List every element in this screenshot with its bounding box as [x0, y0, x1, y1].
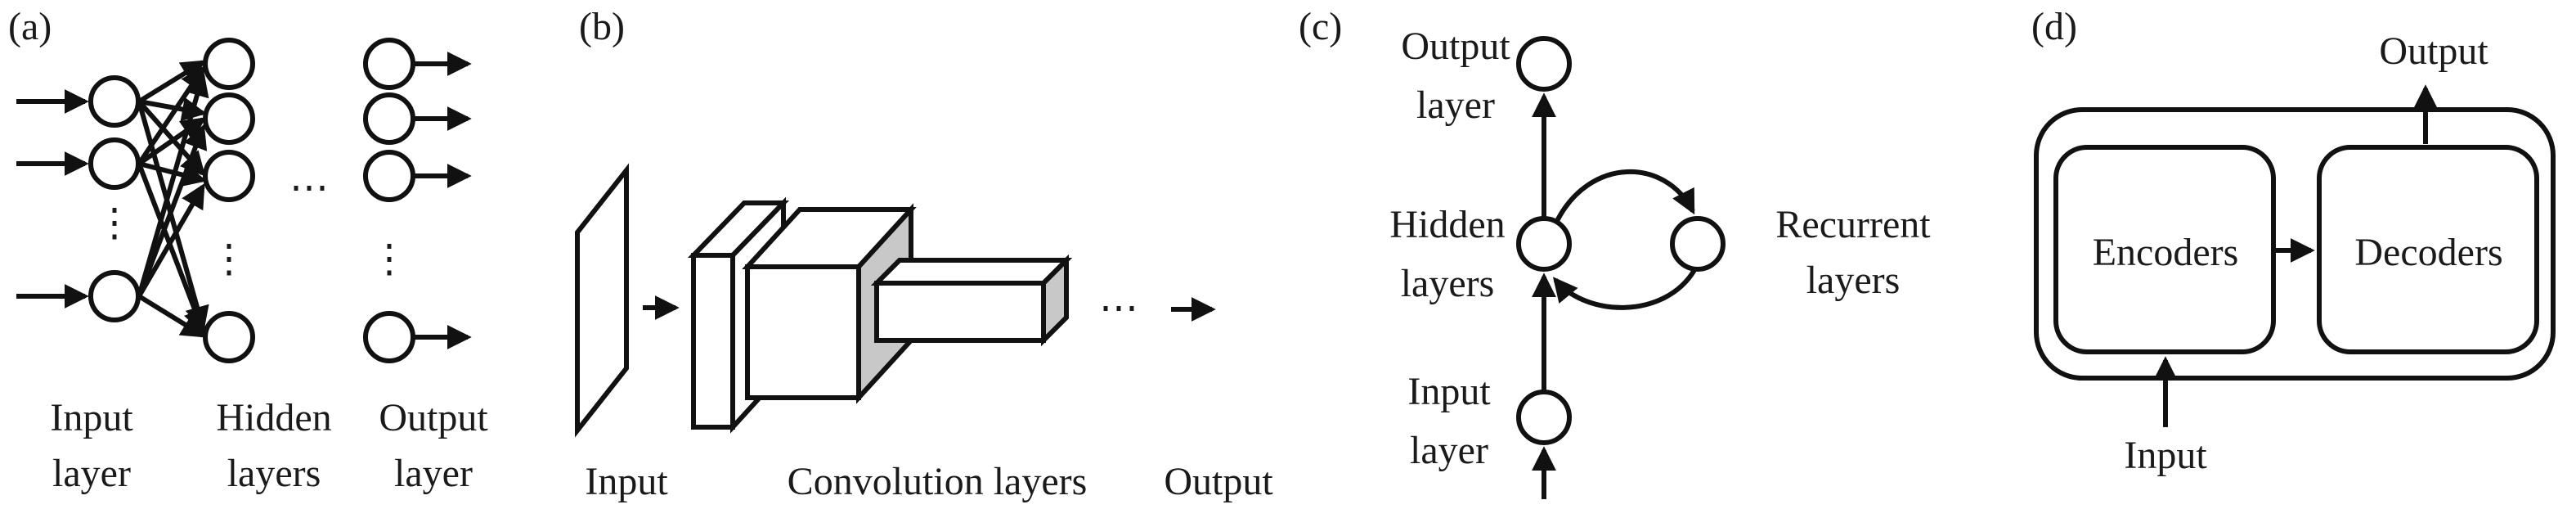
input-layer-vdots: ⋮ — [95, 201, 134, 245]
convolution-layers-label: Convolution layers — [788, 460, 1088, 503]
hidden-node-3 — [203, 150, 255, 202]
hidden-layer-vdots: ⋮ — [209, 237, 249, 281]
input-node-3 — [88, 270, 141, 322]
panel-b-tag: (b) — [579, 5, 625, 48]
transformer-outer-box — [2034, 107, 2556, 381]
output-node-1 — [363, 38, 415, 90]
output-node-c — [1516, 36, 1572, 92]
output-node-3 — [363, 150, 415, 202]
panel-d-tag: (d) — [2031, 5, 2077, 48]
hidden-layers-label-1: Hidden — [216, 396, 331, 439]
decoders-label: Decoders — [2354, 231, 2502, 274]
hidden-layers-label-c-1: Hidden — [1389, 203, 1505, 246]
recurrent-node-c — [1670, 216, 1726, 272]
input-label-d: Input — [2124, 434, 2207, 477]
encoders-label: Encoders — [2093, 231, 2239, 274]
input-label-b: Input — [585, 460, 668, 503]
output-layer-label-2: layer — [394, 452, 473, 495]
input-layer-label-c-1: Input — [1407, 370, 1491, 413]
recurrent-to-hidden-arc — [1552, 268, 1697, 310]
panel-c-tag: (c) — [1299, 5, 1342, 48]
input-layer-label-1: Input — [50, 396, 133, 439]
encoders-box — [2053, 145, 2276, 354]
hidden-node-4 — [203, 311, 255, 363]
output-layer-label-1: Output — [379, 396, 488, 439]
input-layer-label-2: layer — [52, 452, 131, 495]
hidden-layer-ellipsis: ⋯ — [289, 166, 329, 209]
panel-d-encoder-decoder: (d) Output Encoders Decoders Input — [2031, 5, 2556, 477]
recurrent-layers-label-1: Recurrent — [1775, 203, 1931, 246]
hidden-layers-label-c-2: layers — [1401, 262, 1495, 305]
input-plane — [575, 163, 629, 438]
panel-a-tag: (a) — [8, 5, 52, 48]
panel-c-recurrent: (c) Output layer Hidden layers Input lay… — [1299, 5, 1931, 499]
hidden-node-c — [1516, 216, 1572, 272]
hidden-node-2 — [203, 92, 255, 145]
hidden-node-1 — [203, 38, 255, 90]
dense-connections — [137, 60, 209, 338]
input-node-1 — [88, 75, 141, 128]
conv-ellipsis: ⋯ — [1099, 286, 1138, 330]
panel-a-feedforward: (a) ⋮ ⋮ ⋯ — [8, 5, 488, 495]
output-layer-vdots: ⋮ — [370, 237, 409, 281]
hidden-to-recurrent-arc — [1555, 169, 1695, 223]
conv-block-3 — [870, 254, 1073, 347]
output-node-4 — [363, 311, 415, 363]
output-label-d: Output — [2379, 29, 2488, 73]
panel-b-convolutional: (b) ⋯ Input Convolution layers Output — [575, 5, 1273, 503]
output-layer-label-c-2: layer — [1416, 83, 1495, 127]
decoders-box — [2317, 145, 2539, 354]
output-label-b: Output — [1164, 460, 1273, 503]
output-layer-label-c-1: Output — [1401, 25, 1510, 68]
input-node-c — [1516, 390, 1572, 445]
input-node-2 — [88, 137, 141, 190]
recurrent-layers-label-2: layers — [1806, 259, 1901, 302]
input-layer-label-c-2: layer — [1410, 429, 1488, 472]
hidden-layers-label-2: layers — [227, 452, 321, 495]
output-node-2 — [363, 92, 415, 145]
